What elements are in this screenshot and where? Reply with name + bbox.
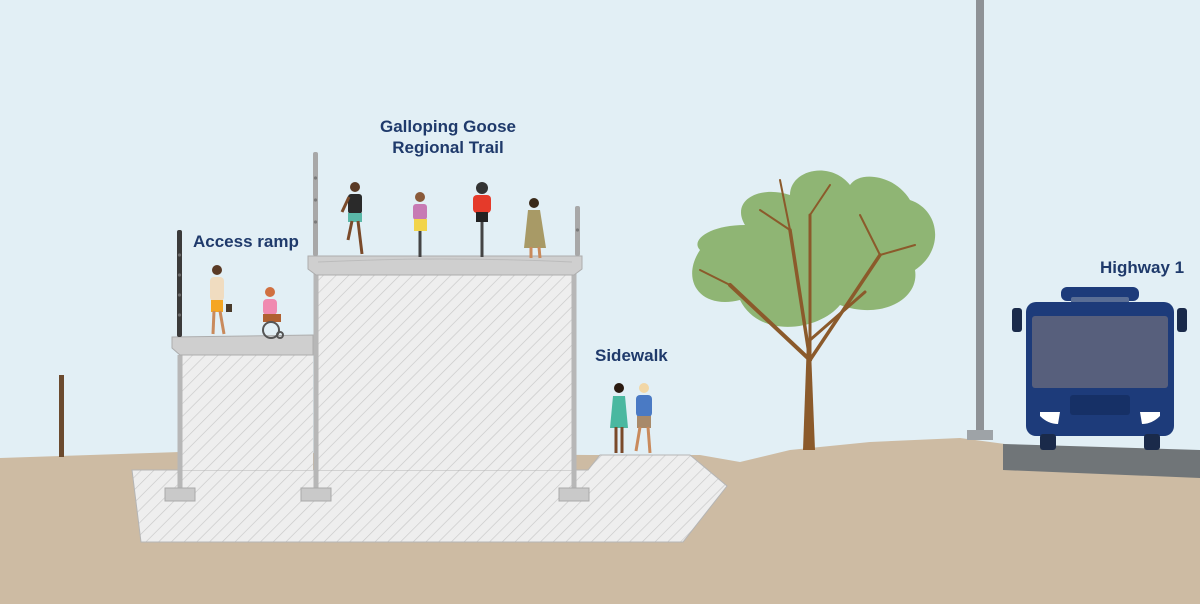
pedestrian-icon — [634, 383, 652, 454]
trail-deck — [307, 255, 583, 276]
label-trail-line2: Regional Trail — [392, 138, 504, 157]
cyclist-icon — [473, 182, 491, 257]
tree-icon — [692, 170, 936, 450]
foundation-slab — [131, 454, 728, 543]
person-walking-icon — [210, 265, 232, 335]
label-galloping-goose-trail: Galloping Goose Regional Trail — [362, 116, 534, 158]
highway-road — [1003, 444, 1200, 478]
label-highway: Highway 1 — [1100, 258, 1185, 277]
pedestrian-icon — [610, 383, 628, 453]
trail-wall — [316, 270, 574, 470]
label-access-ramp: Access ramp — [193, 232, 299, 251]
label-sidewalk: Sidewalk — [595, 346, 668, 365]
light-pole-icon — [967, 0, 993, 440]
ramp-wall — [180, 355, 313, 470]
wheelchair-user-icon — [262, 287, 284, 339]
ramp-deck — [171, 334, 314, 356]
label-trail-line1: Galloping Goose — [379, 117, 516, 136]
runner-icon — [340, 182, 364, 255]
cyclist-icon — [413, 192, 427, 257]
pedestrian-icon — [524, 198, 546, 259]
bus-icon — [1012, 287, 1187, 450]
footings — [164, 487, 590, 502]
railing-posts — [59, 152, 580, 457]
